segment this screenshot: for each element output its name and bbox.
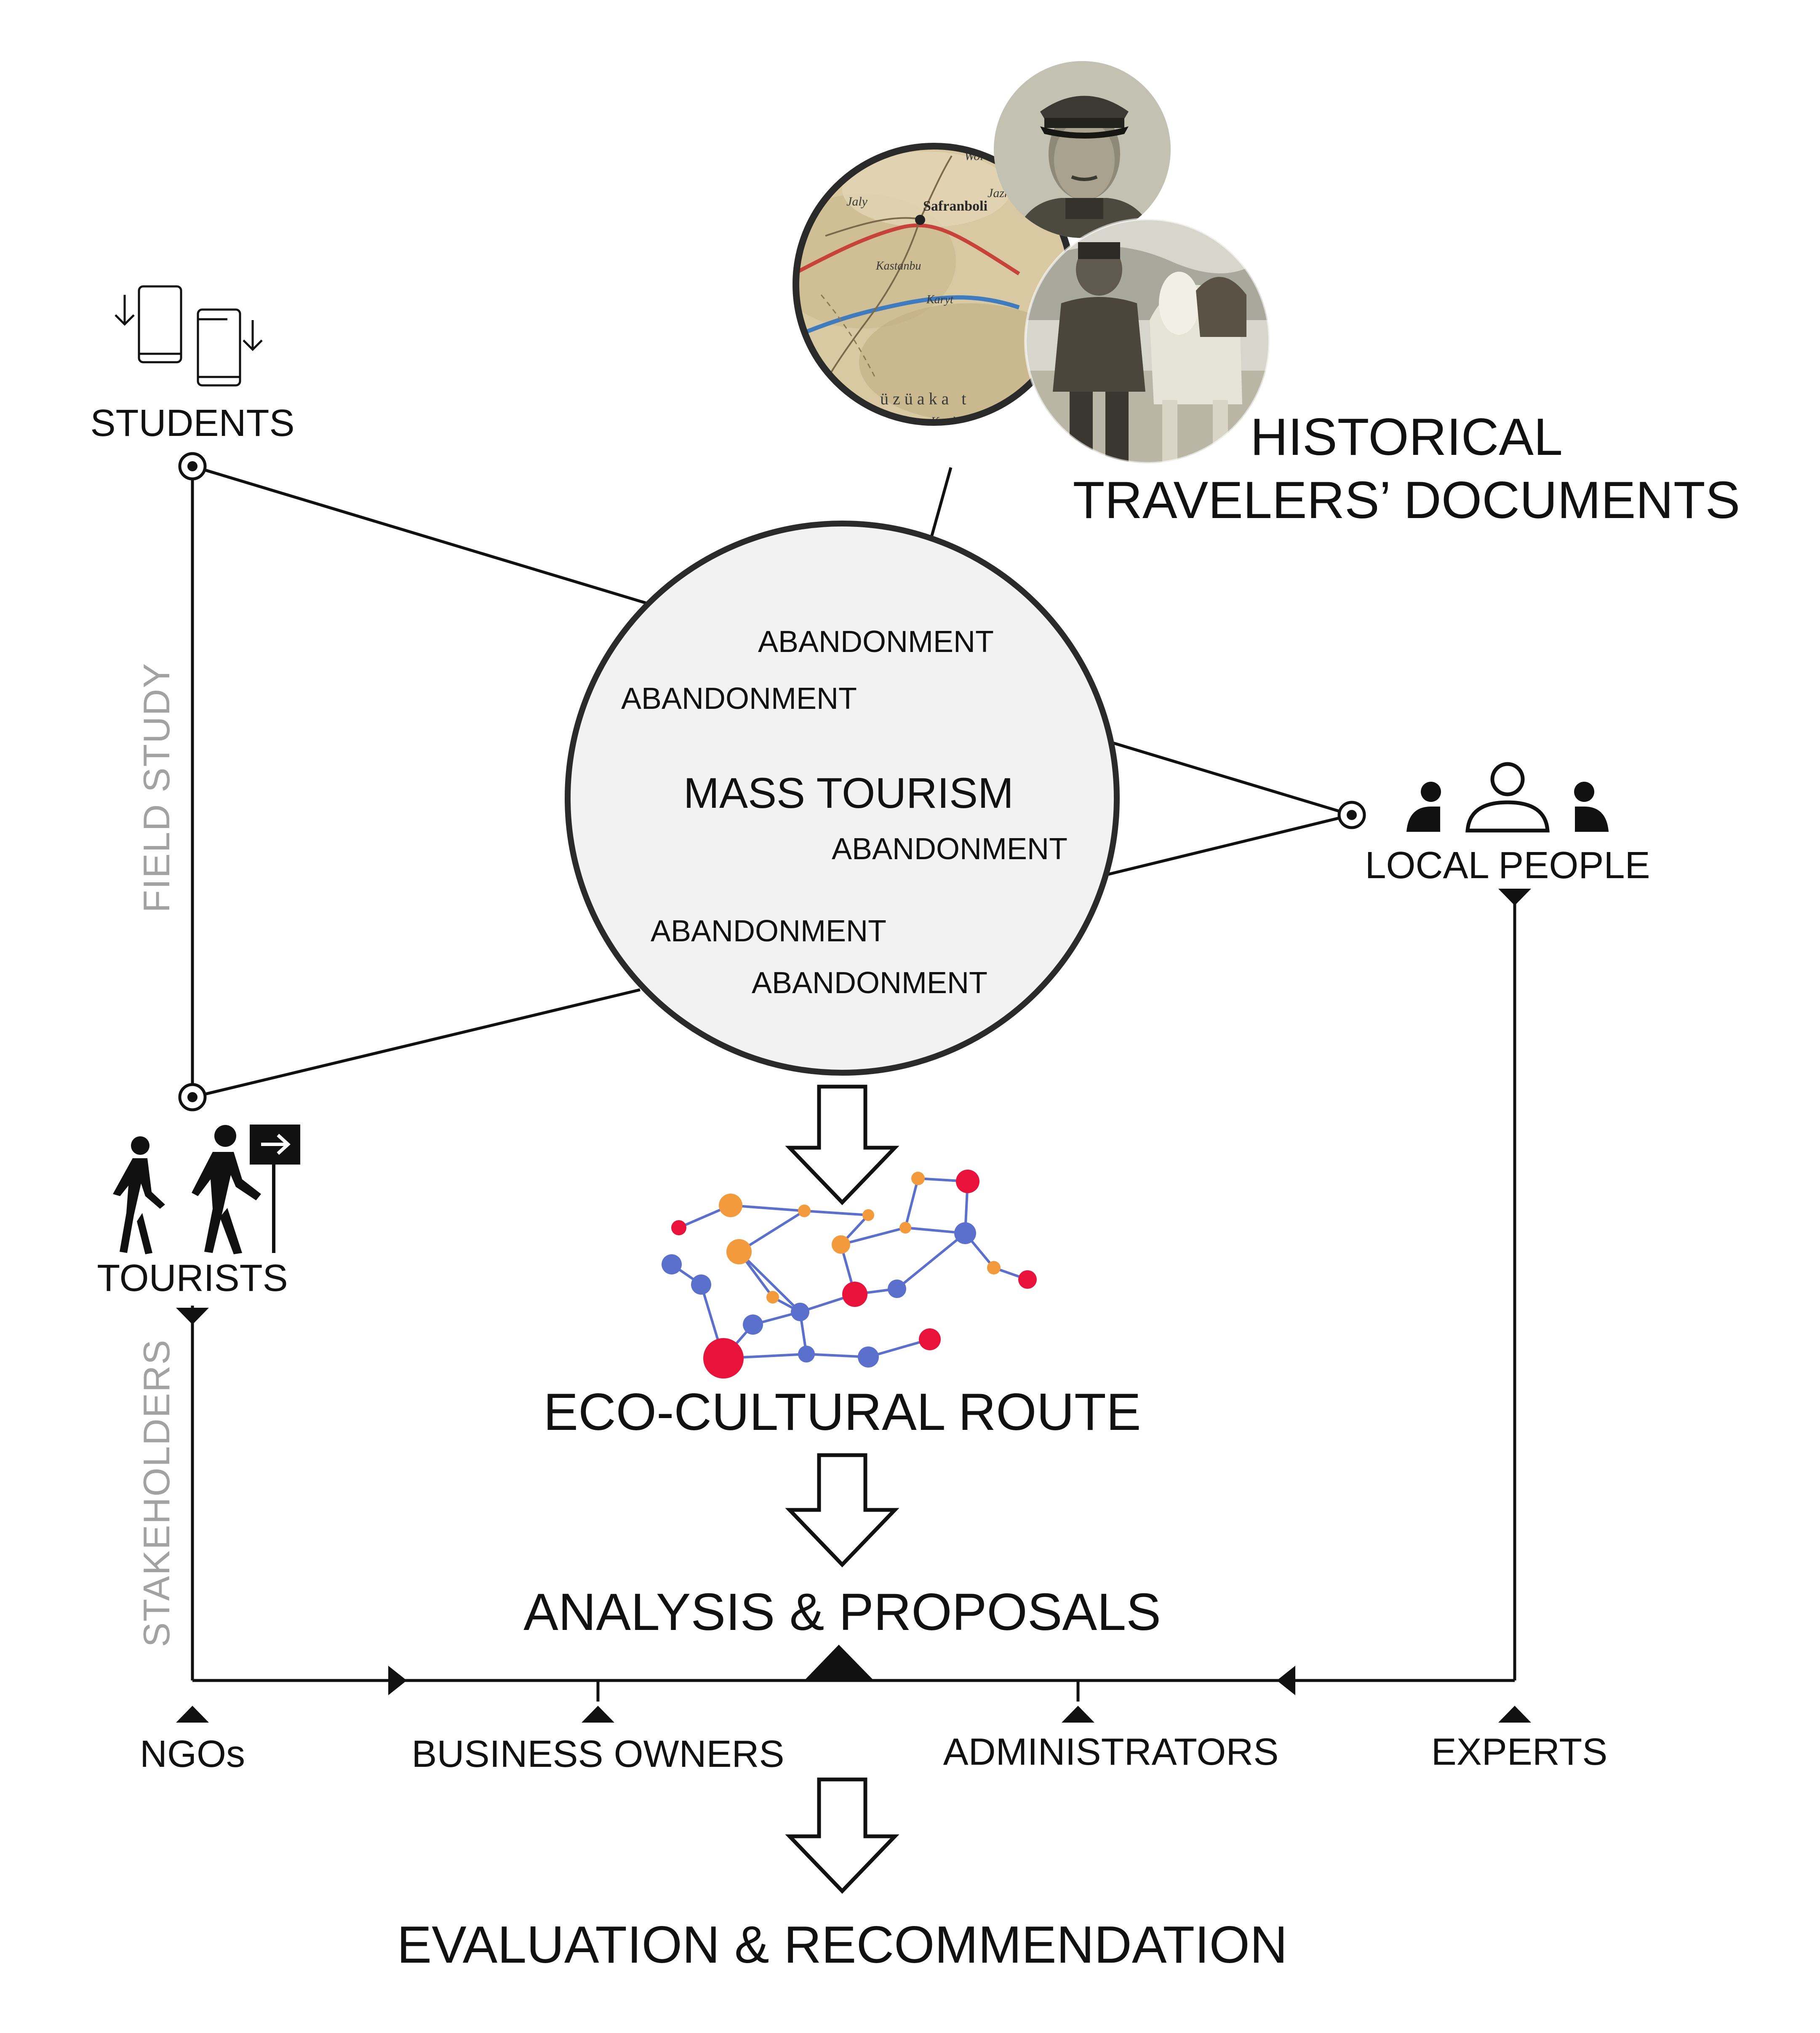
center-to-local-lower-line: [1101, 813, 1352, 878]
tourists-group: TOURISTS: [97, 1125, 300, 1299]
tourists-to-center-line: [192, 988, 640, 1099]
route-edge: [804, 1210, 869, 1216]
abandonment-tag: ABANDONMENT: [651, 914, 886, 948]
route-node: [832, 1235, 850, 1254]
route-node: [691, 1274, 711, 1295]
local-people-group: LOCAL PEOPLE: [1365, 762, 1650, 887]
people-group-icon: [1406, 762, 1609, 833]
map-label: Jaly: [846, 195, 868, 208]
analysis-up-marker: [804, 1645, 874, 1680]
flow-arrows: [785, 1085, 899, 1894]
route-edge: [738, 1210, 805, 1253]
local-down-marker: [1498, 889, 1531, 906]
route-node: [671, 1220, 686, 1235]
stakeholder-label: BUSINESS OWNERS: [411, 1733, 784, 1775]
route-node: [798, 1346, 815, 1362]
route-network-graphic: [662, 1170, 1037, 1378]
walking-people-icon: [113, 1125, 261, 1254]
left-pointing-marker: [1277, 1666, 1295, 1695]
route-node: [956, 1170, 979, 1193]
field-study-label: FIELD STUDY: [136, 663, 177, 913]
stakeholder-label: ADMINISTRATORS: [943, 1731, 1279, 1773]
center-to-local-upper-line: [1107, 740, 1353, 817]
route-node: [862, 1209, 874, 1221]
historical-documents-collage: Safranboli Jaly Jazk Wol Karyt Kastanbu …: [793, 61, 1740, 529]
map-label: Kastanbu: [875, 259, 921, 272]
experts-up-marker: [1498, 1706, 1531, 1723]
stakeholder-label: EXPERTS: [1431, 1731, 1608, 1773]
map-label: Karyt: [926, 293, 954, 306]
down-arrow-icon: [785, 1777, 899, 1894]
node-points: [178, 452, 1366, 1111]
route-edge: [738, 1250, 801, 1313]
business-up-marker: [582, 1706, 614, 1723]
documents-title-line2: TRAVELERS’ DOCUMENTS: [1073, 471, 1740, 529]
tourists-label: TOURISTS: [97, 1257, 288, 1299]
down-arrow-icon: [785, 1085, 899, 1205]
stakeholder-label: NGOs: [140, 1733, 245, 1775]
route-node: [842, 1282, 867, 1307]
abandonment-tag: ABANDONMENT: [832, 832, 1067, 866]
route-node: [899, 1222, 911, 1234]
evaluation-title: EVALUATION & RECOMMENDATION: [397, 1916, 1287, 1974]
ngos-up-marker: [176, 1706, 209, 1723]
route-node: [888, 1280, 906, 1298]
students-to-center-line: [192, 465, 651, 606]
center-circle-shape: [565, 521, 1120, 1076]
route-node: [703, 1338, 744, 1378]
map-label: üzüaka t: [880, 389, 970, 408]
right-pointing-marker: [388, 1666, 407, 1695]
students-label: STUDENTS: [90, 402, 294, 444]
route-title: ECO-CULTURAL ROUTE: [543, 1383, 1141, 1441]
route-edge: [904, 1178, 919, 1228]
route-edge: [730, 1204, 805, 1212]
route-node: [662, 1254, 682, 1274]
route-node: [743, 1314, 763, 1335]
line-markers: [176, 889, 1531, 1723]
down-arrow-icon: [785, 1453, 899, 1568]
route-node: [919, 1328, 941, 1350]
route-node: [726, 1239, 752, 1264]
route-node: [1018, 1270, 1037, 1289]
route-node: [858, 1346, 879, 1368]
abandonment-tag: ABANDONMENT: [752, 966, 987, 1000]
route-node: [791, 1303, 809, 1321]
analysis-title: ANALYSIS & PROPOSALS: [523, 1583, 1161, 1641]
center-circle: MASS TOURISM ABANDONMENT ABANDONMENT ABA…: [565, 521, 1120, 1076]
stakeholders-label: STAKEHOLDERS: [136, 1339, 177, 1647]
students-group: STUDENTS: [90, 285, 295, 444]
route-node: [798, 1205, 811, 1217]
documents-title-line1: HISTORICAL: [1250, 408, 1563, 466]
center-title: MASS TOURISM: [683, 769, 1014, 817]
route-node: [911, 1172, 925, 1185]
admin-up-marker: [1062, 1706, 1094, 1723]
exit-sign-icon: [250, 1125, 300, 1253]
abandonment-tag: ABANDONMENT: [621, 682, 857, 716]
route-edge: [896, 1232, 966, 1290]
route-edge: [841, 1226, 906, 1246]
route-node: [954, 1222, 976, 1244]
route-node: [719, 1194, 742, 1217]
route-node: [766, 1291, 779, 1304]
phone-download-icon: [115, 285, 263, 387]
officer-portrait-image: [994, 61, 1171, 238]
abandonment-tag: ABANDONMENT: [758, 625, 994, 659]
documents-to-center-line: [927, 467, 953, 548]
local-people-label: LOCAL PEOPLE: [1365, 844, 1650, 887]
route-node: [987, 1261, 1001, 1274]
map-label: Safranboli: [923, 198, 987, 214]
stakeholder-labels: NGOs BUSINESS OWNERS ADMINISTRATORS EXPE…: [140, 1731, 1607, 1775]
tourists-down-marker: [176, 1308, 209, 1325]
